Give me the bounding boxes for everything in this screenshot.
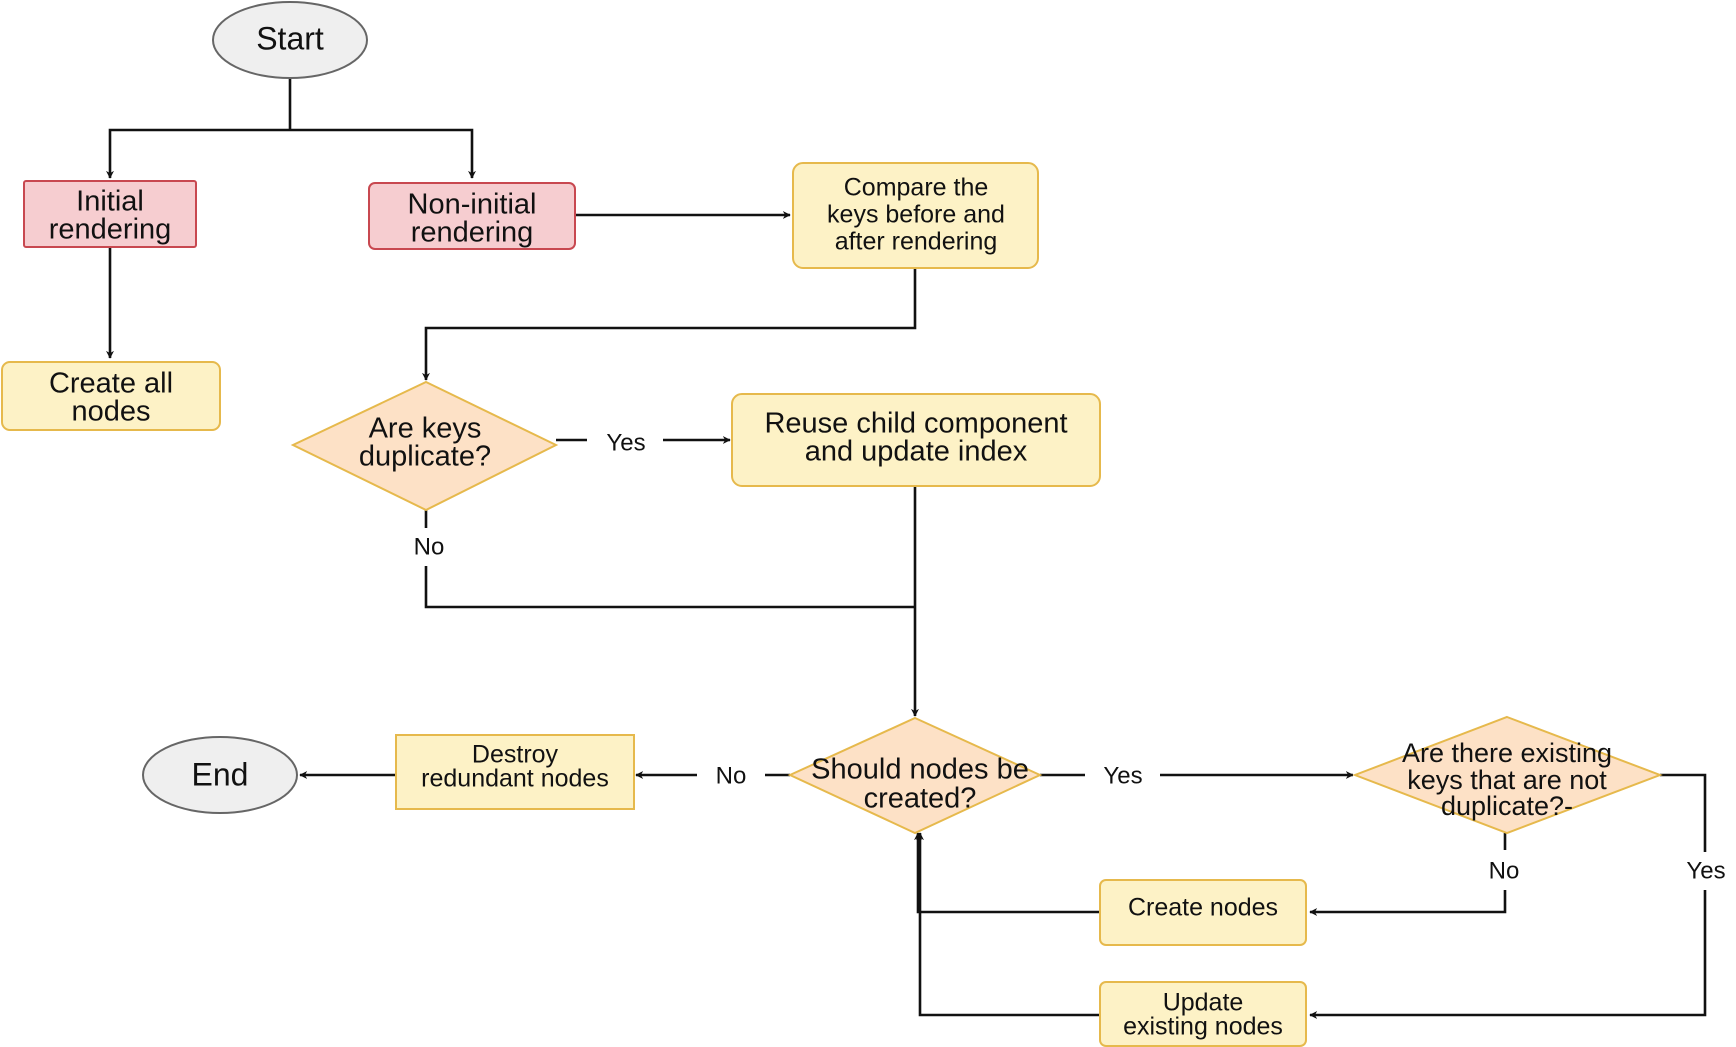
edge-compare-to-dup (422, 268, 917, 381)
should-create-line-2: created? (864, 783, 977, 815)
label-dup-yes: Yes (606, 429, 645, 456)
existing-keys-line-1: Are there existing (1402, 738, 1612, 768)
edge-existing-yes-b (1309, 890, 1707, 1019)
destroy-redundant-shape (395, 734, 635, 810)
end-label: End (192, 756, 249, 792)
update-existing-line-1: Update (1163, 989, 1244, 1017)
edges (106, 78, 1707, 1019)
update-existing-shape (1099, 981, 1307, 1047)
should-create-shape (787, 716, 1043, 835)
initial-rendering-node: Initial rendering (23, 180, 197, 248)
create-nodes-node: Create nodes (1099, 879, 1307, 946)
start-shape (212, 1, 368, 79)
reuse-child-shape (731, 393, 1101, 487)
edge-update-to-shouldcreate (916, 832, 1100, 1017)
keys-duplicate-shape (290, 380, 559, 512)
compare-keys-line-2: keys before and (827, 201, 1005, 229)
non-initial-rendering-line-2: rendering (411, 217, 534, 249)
existing-keys-shape (1352, 715, 1663, 835)
end-node: End (142, 736, 298, 814)
edge-start-to-noninitial (290, 128, 476, 179)
initial-rendering-line-2: rendering (49, 214, 172, 246)
compare-keys-line-1: Compare the (844, 174, 989, 202)
edge-labels: Yes No No Yes No Yes (414, 429, 1726, 884)
keys-duplicate-line-2: duplicate? (359, 441, 491, 473)
edge-createnodes-to-shouldcreate (914, 832, 1100, 914)
edge-start-to-initial (106, 128, 290, 179)
reuse-child-node: Reuse child component and update index (731, 393, 1101, 487)
destroy-redundant-line-2: redundant nodes (421, 765, 609, 793)
should-create-decision: Should nodes be created? (787, 716, 1043, 835)
keys-duplicate-decision: Are keys duplicate? (290, 380, 559, 512)
create-all-nodes-node: Create all nodes (1, 361, 221, 431)
create-nodes-line-1: Create nodes (1128, 894, 1278, 922)
create-nodes-shape (1099, 879, 1307, 946)
start-node: Start (212, 1, 368, 79)
initial-rendering-line-1: Initial (76, 186, 144, 218)
non-initial-rendering-shape (368, 182, 576, 250)
end-shape (142, 736, 298, 814)
edge-existing-yes-a (1660, 773, 1707, 852)
start-label: Start (256, 20, 324, 56)
label-existing-no: No (1489, 857, 1520, 884)
existing-keys-line-2: keys that are not (1407, 765, 1607, 795)
label-create-yes: Yes (1103, 762, 1142, 789)
reuse-child-line-2: and update index (805, 436, 1028, 468)
reuse-child-line-1: Reuse child component (764, 408, 1067, 440)
existing-keys-decision: Are there existing keys that are not dup… (1352, 715, 1663, 835)
edge-dup-no-b (424, 566, 915, 609)
compare-keys-shape (792, 162, 1039, 269)
initial-rendering-shape (23, 180, 197, 248)
should-create-line-1: Should nodes be (811, 754, 1029, 786)
destroy-redundant-line-1: Destroy (472, 741, 559, 769)
non-initial-rendering-line-1: Non-initial (408, 189, 537, 221)
keys-duplicate-line-1: Are keys (369, 413, 482, 445)
update-existing-node: Update existing nodes (1099, 981, 1307, 1047)
edge-existing-no-b (1309, 890, 1507, 916)
label-create-no: No (716, 762, 747, 789)
compare-keys-line-3: after rendering (835, 228, 998, 256)
non-initial-rendering-node: Non-initial rendering (368, 182, 576, 250)
compare-keys-node: Compare the keys before and after render… (792, 162, 1039, 269)
label-existing-yes: Yes (1686, 857, 1725, 884)
label-dup-no: No (414, 533, 445, 560)
destroy-redundant-node: Destroy redundant nodes (395, 734, 635, 810)
create-all-nodes-line-2: nodes (71, 396, 150, 428)
existing-keys-line-3: duplicate?- (1441, 791, 1573, 821)
update-existing-line-2: existing nodes (1123, 1013, 1283, 1041)
create-all-nodes-line-1: Create all (49, 368, 173, 400)
create-all-nodes-shape (1, 361, 221, 431)
